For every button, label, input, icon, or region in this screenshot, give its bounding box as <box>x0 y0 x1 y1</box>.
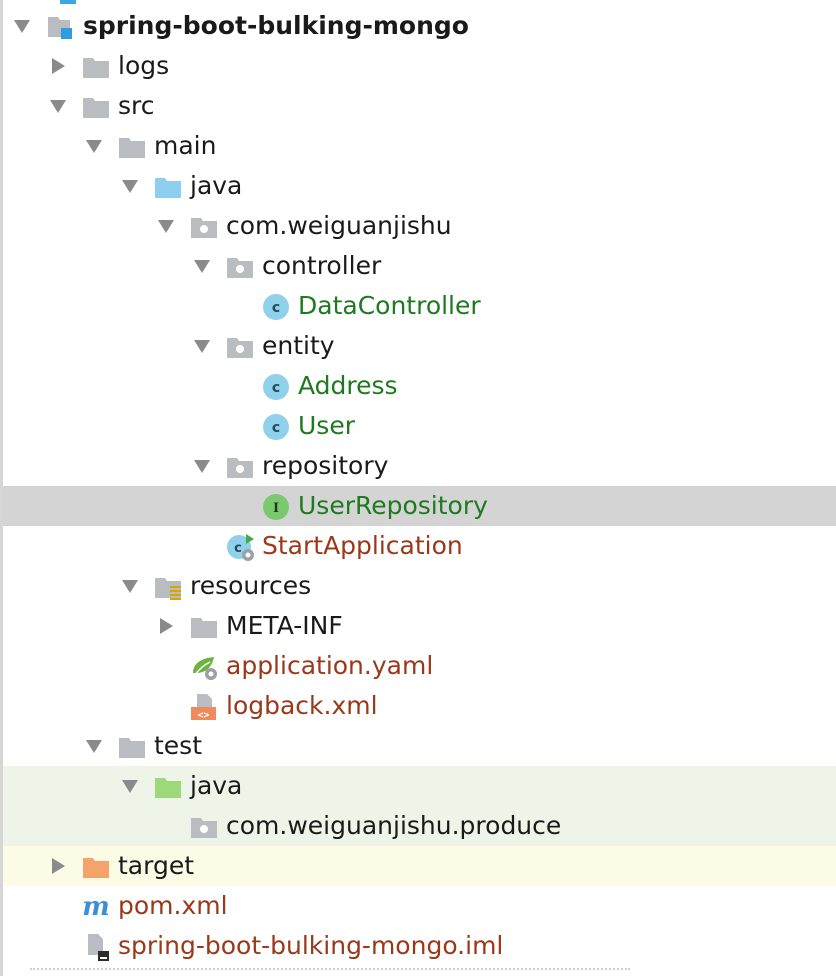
resources-folder-icon <box>155 578 181 600</box>
tree-label-src: src <box>118 91 155 120</box>
class-icon: c <box>263 294 289 320</box>
xml-file-icon: <> <box>191 694 216 721</box>
chevron-right-icon[interactable] <box>155 615 177 637</box>
tree-label-entity: entity <box>262 331 335 360</box>
class-icon: c <box>263 374 289 400</box>
tree-label-resources: resources <box>190 571 312 600</box>
tree-row-user[interactable]: c User <box>3 406 836 446</box>
tree-row-src[interactable]: src <box>3 86 836 126</box>
tree-row-repository[interactable]: repository <box>3 446 836 486</box>
excluded-folder-icon <box>83 858 109 878</box>
folder-icon <box>83 58 109 78</box>
tree-label-user: User <box>298 411 355 440</box>
svg-text:I: I <box>273 501 279 516</box>
tree-label-logbackxml: logback.xml <box>226 691 378 720</box>
svg-text:c: c <box>272 420 280 436</box>
tree-row-target[interactable]: target <box>3 846 836 886</box>
chevron-right-icon[interactable] <box>47 55 69 77</box>
tree-label-controller: controller <box>262 251 382 280</box>
chevron-down-icon[interactable] <box>83 135 105 157</box>
folder-icon <box>83 98 109 118</box>
tree-label-package: com.weiguanjishu <box>226 211 452 240</box>
chevron-down-icon[interactable] <box>11 15 33 37</box>
tree-label-test: test <box>154 731 203 760</box>
tree-row-pomxml[interactable]: m pom.xml <box>3 886 836 926</box>
chevron-down-icon[interactable] <box>191 255 213 277</box>
svg-text:m: m <box>82 893 110 921</box>
tree-label-applicationyaml: application.yaml <box>226 651 434 680</box>
tree-row-logbackxml[interactable]: <> logback.xml <box>3 686 836 726</box>
folder-icon <box>191 618 217 638</box>
tree-row-logs[interactable]: logs <box>3 46 836 86</box>
spring-config-icon <box>193 657 217 680</box>
tree-row-address[interactable]: c Address <box>3 366 836 406</box>
chevron-right-icon[interactable] <box>47 855 69 877</box>
tree-row-iml[interactable]: spring-boot-bulking-mongo.iml <box>3 926 836 966</box>
tree-row-datacontroller[interactable]: c DataController <box>3 286 836 326</box>
module-icon <box>48 17 72 39</box>
tree-label-address: Address <box>298 371 398 400</box>
source-folder-icon <box>155 178 181 198</box>
chevron-down-icon[interactable] <box>83 735 105 757</box>
tree-label-java: java <box>190 171 243 200</box>
tree-label-iml: spring-boot-bulking-mongo.iml <box>118 931 504 960</box>
tree-label-startapplication: StartApplication <box>262 531 463 560</box>
tree-row-java[interactable]: java <box>3 166 836 206</box>
package-icon <box>191 218 217 238</box>
svg-text:c: c <box>234 541 242 556</box>
tree-row-controller[interactable]: controller <box>3 246 836 286</box>
clipped-row-below <box>30 968 630 980</box>
tree-row-resources[interactable]: resources <box>3 566 836 606</box>
tree-label-metainf: META-INF <box>226 611 343 640</box>
tree-row-test-package[interactable]: com.weiguanjishu.produce <box>3 806 836 846</box>
clipped-row-above <box>60 0 76 4</box>
chevron-down-icon[interactable] <box>47 95 69 117</box>
tree-row-main[interactable]: main <box>3 126 836 166</box>
chevron-down-icon[interactable] <box>119 775 141 797</box>
chevron-down-icon[interactable] <box>191 455 213 477</box>
test-source-folder-icon <box>155 778 181 798</box>
package-icon <box>227 258 253 278</box>
svg-text:c: c <box>272 300 280 316</box>
tree-label-userrepository: UserRepository <box>298 491 488 520</box>
chevron-down-icon[interactable] <box>119 175 141 197</box>
package-icon <box>191 818 217 838</box>
tree-row-entity[interactable]: entity <box>3 326 836 366</box>
chevron-down-icon[interactable] <box>119 575 141 597</box>
tree-label-test-package: com.weiguanjishu.produce <box>226 811 562 840</box>
package-icon <box>227 458 253 478</box>
class-icon: c <box>263 414 289 440</box>
tree-label-root: spring-boot-bulking-mongo <box>83 11 469 40</box>
tree-label-logs: logs <box>118 51 170 80</box>
tree-label-repository: repository <box>262 451 389 480</box>
tree-row-userrepository[interactable]: I UserRepository <box>3 486 836 526</box>
chevron-down-icon[interactable] <box>155 215 177 237</box>
tree-label-main: main <box>154 131 217 160</box>
spring-boot-class-icon: c <box>227 534 254 561</box>
svg-text:c: c <box>272 380 280 396</box>
iml-file-icon <box>88 934 109 961</box>
tree-label-pomxml: pom.xml <box>118 891 228 920</box>
tree-row-test[interactable]: test <box>3 726 836 766</box>
tree-row-metainf[interactable]: META-INF <box>3 606 836 646</box>
chevron-down-icon[interactable] <box>191 335 213 357</box>
tree-row-package[interactable]: com.weiguanjishu <box>3 206 836 246</box>
panel-left-border <box>0 0 3 976</box>
folder-icon <box>119 738 145 758</box>
folder-icon <box>119 138 145 158</box>
svg-text:<>: <> <box>197 710 209 721</box>
interface-icon: I <box>263 494 289 520</box>
tree-row-root[interactable]: spring-boot-bulking-mongo <box>3 6 836 46</box>
tree-row-startapplication[interactable]: c StartApplication <box>3 526 836 566</box>
tree-label-datacontroller: DataController <box>298 291 481 320</box>
tree-label-test-java: java <box>190 771 243 800</box>
tree-label-target: target <box>118 851 195 880</box>
maven-icon: m <box>82 893 110 921</box>
package-icon <box>227 338 253 358</box>
tree-row-test-java[interactable]: java <box>3 766 836 806</box>
tree-row-applicationyaml[interactable]: application.yaml <box>3 646 836 686</box>
